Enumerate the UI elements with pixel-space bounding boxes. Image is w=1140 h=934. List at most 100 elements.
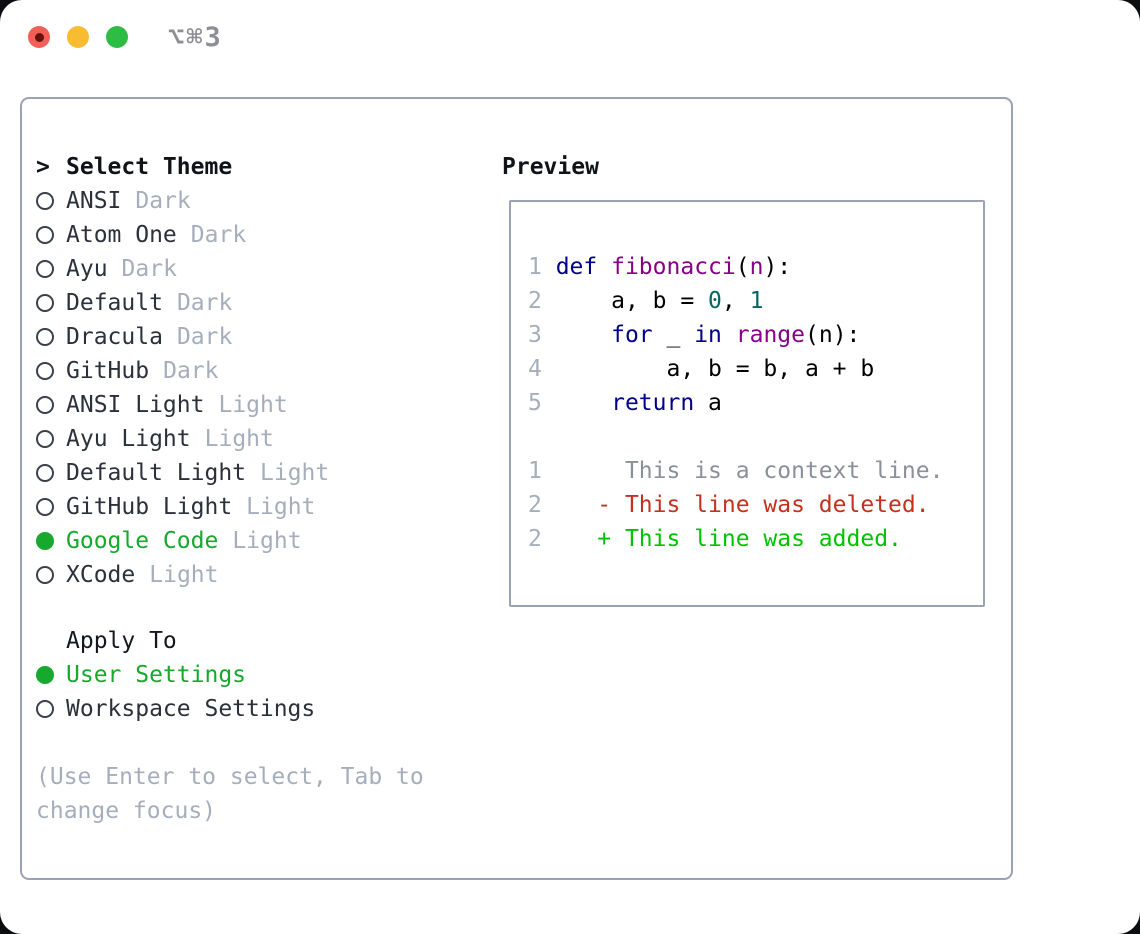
- apply-option-label: Workspace Settings: [66, 696, 316, 722]
- theme-variant-badge: Dark: [190, 222, 247, 248]
- prompt-caret-icon: >: [36, 154, 50, 180]
- code-token-pl: [556, 390, 611, 416]
- theme-variant-badge: Dark: [135, 188, 191, 214]
- theme-option-ansi-light[interactable]: ANSI Light Light: [36, 388, 329, 422]
- theme-variant-badge: Light: [246, 494, 316, 520]
- code-token-ctx: This is a context line.: [555, 458, 944, 484]
- radio-icon: [36, 700, 66, 718]
- code-token-num: 1: [528, 254, 556, 280]
- theme-list-header: > Select Theme: [36, 150, 329, 184]
- theme-variant-badge: Light: [260, 460, 330, 486]
- radio-icon: [36, 566, 66, 584]
- code-token-pl: [528, 424, 542, 450]
- theme-option-ayu[interactable]: Ayu Dark: [36, 252, 329, 286]
- code-line: 2 + This line was added.: [528, 522, 983, 556]
- theme-name: GitHub Light: [66, 494, 233, 520]
- code-token-pl: a, b =: [555, 288, 709, 314]
- code-token-pl: ,: [721, 288, 750, 314]
- code-token-pl: (n):: [805, 322, 861, 348]
- theme-list-title: Select Theme: [66, 154, 233, 180]
- code-token-num: 1: [528, 458, 556, 484]
- code-token-fn: n: [749, 254, 764, 280]
- code-line: 4 a, b = b, a + b: [528, 352, 983, 386]
- code-token-fn: fibonacci: [611, 254, 736, 280]
- theme-variant-badge: Light: [218, 392, 288, 418]
- theme-option-dracula[interactable]: Dracula Dark: [36, 320, 329, 354]
- code-token-pl: _: [652, 322, 695, 348]
- theme-variant-badge: Dark: [121, 256, 177, 282]
- radio-icon: [36, 464, 66, 482]
- code-token-kw: def: [555, 254, 598, 280]
- theme-variant-badge: Dark: [176, 324, 233, 350]
- code-token-num: 2: [528, 526, 556, 552]
- theme-name: Default: [66, 290, 163, 316]
- code-token-add: + This line was added.: [555, 526, 902, 552]
- apply-option-workspace-settings[interactable]: Workspace Settings: [36, 692, 315, 726]
- code-token-kw: in: [694, 322, 722, 348]
- theme-name: Dracula: [66, 324, 163, 350]
- theme-option-github[interactable]: GitHub Dark: [36, 354, 329, 388]
- minimize-button[interactable]: [67, 26, 89, 48]
- apply-option-label: User Settings: [66, 662, 247, 688]
- theme-name: Ayu Light: [66, 426, 191, 452]
- code-token-pl: [556, 322, 611, 348]
- theme-name: Ayu: [66, 256, 108, 282]
- apply-to-header: Apply To: [36, 624, 315, 658]
- code-token-num: 2: [528, 492, 556, 518]
- code-token-fn: range: [735, 322, 805, 348]
- window-shortcut-label: ⌥⌘3: [168, 22, 223, 53]
- theme-option-github-light[interactable]: GitHub Light Light: [36, 490, 329, 524]
- radio-icon: [36, 260, 66, 278]
- code-token-lit: 1: [749, 288, 764, 314]
- code-token-kw: return: [611, 390, 695, 416]
- code-token-num: 4: [528, 356, 556, 382]
- zoom-button[interactable]: [106, 26, 128, 48]
- code-token-num: 3: [528, 322, 556, 348]
- help-line: change focus): [36, 798, 217, 824]
- radio-selected-icon: [36, 532, 66, 550]
- theme-name: GitHub: [66, 358, 150, 384]
- radio-icon: [36, 226, 66, 244]
- theme-name: ANSI: [66, 188, 122, 214]
- theme-variant-badge: Dark: [163, 358, 219, 384]
- code-token-pl: a: [694, 390, 722, 416]
- help-line: (Use Enter to select, Tab to: [36, 764, 424, 790]
- code-token-pl: [597, 254, 611, 280]
- code-token-del: - This line was deleted.: [555, 492, 930, 518]
- code-line: 2 - This line was deleted.: [528, 488, 983, 522]
- code-line: [528, 420, 983, 454]
- apply-option-user-settings[interactable]: User Settings: [36, 658, 315, 692]
- theme-variant-badge: Light: [232, 528, 302, 554]
- code-line: 2 a, b = 0, 1: [528, 284, 983, 318]
- code-token-pl: [722, 322, 736, 348]
- code-token-pl: ):: [763, 254, 792, 280]
- radio-selected-icon: [36, 666, 66, 684]
- apply-to-title: Apply To: [66, 628, 177, 654]
- code-token-kw: for: [611, 322, 653, 348]
- theme-name: Atom One: [66, 222, 177, 248]
- code-token-num: 5: [528, 390, 556, 416]
- theme-option-atom-one[interactable]: Atom One Dark: [36, 218, 329, 252]
- preview-title: Preview: [502, 154, 599, 180]
- theme-name: ANSI Light: [66, 392, 205, 418]
- radio-icon: [36, 430, 66, 448]
- code-token-pl: a, b = b, a + b: [555, 356, 875, 382]
- theme-option-ansi[interactable]: ANSI Dark: [36, 184, 329, 218]
- title-bar: ⌥⌘3: [0, 0, 1140, 70]
- radio-icon: [36, 192, 66, 210]
- radio-icon: [36, 328, 66, 346]
- close-button[interactable]: [28, 26, 50, 48]
- code-token-pl: (: [735, 254, 750, 280]
- radio-icon: [36, 396, 66, 414]
- code-token-num: 2: [528, 288, 556, 314]
